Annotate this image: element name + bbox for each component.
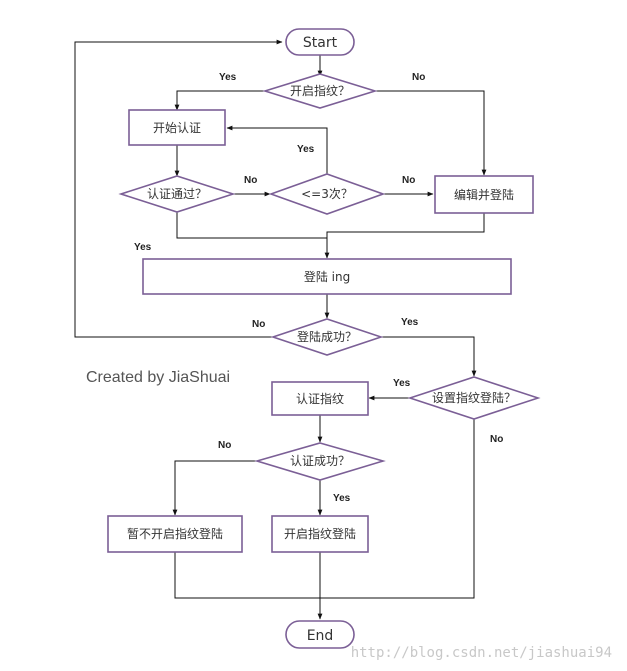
node-attempts-check-label: <=3次？ <box>301 187 353 201</box>
edges <box>74 39 487 620</box>
node-auth-passed-label: 认证通过？ <box>147 187 207 201</box>
edge-fingerprint-yes <box>174 90 265 111</box>
edge-authsuccess-no <box>172 460 257 516</box>
node-auth-fingerprint: 认证指纹 <box>271 381 369 416</box>
node-end: End <box>285 620 355 649</box>
node-auth-fingerprint-label: 认证指纹 <box>296 391 344 406</box>
label-authsuccess-yes: Yes <box>333 493 351 504</box>
label-setfp-yes: Yes <box>393 378 411 389</box>
node-end-label: End <box>307 628 334 644</box>
node-fingerprint-enabled-label: 开启指纹？ <box>290 83 350 98</box>
credit-text: Created by JiaShuai <box>86 369 230 386</box>
node-enable-fp-login-label: 开启指纹登陆 <box>284 526 356 541</box>
node-start: Start <box>285 28 355 56</box>
node-edit-login-label: 编辑并登陆 <box>454 187 514 202</box>
edge-fingerprint-no <box>375 90 487 176</box>
label-auth-no: No <box>244 175 257 186</box>
label-setfp-no: No <box>490 434 503 445</box>
label-auth-yes: Yes <box>134 242 152 253</box>
edge-auth-yes <box>176 212 327 239</box>
edge-setfp-no <box>320 419 475 599</box>
edge-disable-to-end <box>174 552 320 599</box>
label-login-yes: Yes <box>401 317 419 328</box>
node-begin-auth: 开始认证 <box>128 109 226 146</box>
node-attempts-check: <=3次？ <box>268 173 386 215</box>
label-authsuccess-no: No <box>218 440 231 451</box>
node-auth-success-label: 认证成功？ <box>290 454 350 468</box>
node-auth-success: 认证成功？ <box>254 442 386 481</box>
node-start-label: Start <box>303 35 338 51</box>
label-login-no: No <box>252 319 265 330</box>
node-login-success-label: 登陆成功？ <box>297 329 357 344</box>
node-begin-auth-label: 开始认证 <box>153 121 201 135</box>
node-fingerprint-enabled: 开启指纹？ <box>262 73 378 109</box>
label-fingerprint-yes: Yes <box>219 72 237 83</box>
node-auth-passed: 认证通过？ <box>118 175 236 213</box>
node-set-fp-login-label: 设置指纹登陆？ <box>432 390 516 405</box>
label-fingerprint-no: No <box>412 72 425 83</box>
edge-attempts-yes <box>226 125 328 174</box>
node-edit-login: 编辑并登陆 <box>434 175 534 214</box>
node-logging-in-label: 登陆 ing <box>304 269 350 284</box>
edge-labels: Yes No Yes No No Yes No Yes Yes No No Ye… <box>134 72 503 504</box>
label-attempts-yes: Yes <box>297 144 315 155</box>
node-set-fp-login: 设置指纹登陆？ <box>407 376 541 420</box>
node-logging-in: 登陆 ing <box>142 258 512 295</box>
node-disable-fp-login-label: 暂不开启指纹登陆 <box>127 526 223 541</box>
edge-edit-to-logging <box>324 213 485 259</box>
edge-login-yes <box>381 336 477 377</box>
node-enable-fp-login: 开启指纹登陆 <box>271 515 369 553</box>
edge-login-no <box>74 39 283 338</box>
label-attempts-no: No <box>402 175 415 186</box>
node-login-success: 登陆成功？ <box>270 318 384 356</box>
watermark-text: http://blog.csdn.net/jiashuai94 <box>351 645 612 661</box>
node-disable-fp-login: 暂不开启指纹登陆 <box>107 515 243 553</box>
